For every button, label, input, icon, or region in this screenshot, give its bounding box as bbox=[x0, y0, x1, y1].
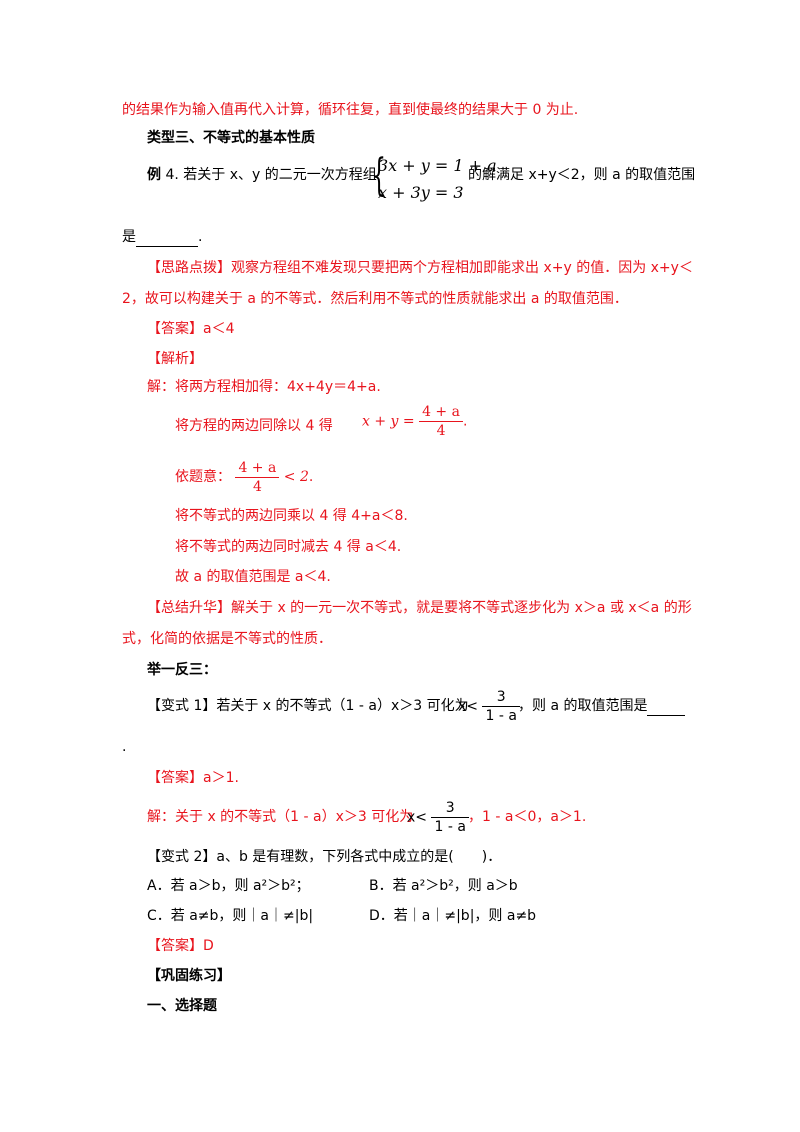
example-label: 例 bbox=[147, 167, 161, 183]
solution-step1: 解：将两方程相加得：4x+4y＝4+a. bbox=[147, 379, 381, 395]
answer3: 【答案】D bbox=[147, 938, 214, 954]
solution-step4: 将不等式的两边同乘以 4 得 4+a＜8. bbox=[175, 508, 408, 524]
step3-rhs: < 2 bbox=[283, 469, 309, 485]
intro-line: 的结果作为输入值再代入计算，循环往复，直到使最终的结果大于 0 为止. bbox=[122, 102, 579, 118]
solution-step2-eq: x + y = 4 + a 4 . bbox=[362, 403, 467, 440]
section-one-title: 一、选择题 bbox=[147, 998, 217, 1014]
solution2-fraction: 3 1 - a bbox=[431, 799, 469, 836]
variant1-denominator: 1 - a bbox=[482, 706, 520, 725]
hint-tag: 【思路点拨】 bbox=[147, 260, 231, 276]
practice-title: 举一反三： bbox=[147, 662, 217, 678]
summary-line1: 【总结升华】解关于 x 的一元一次不等式，就是要将不等式逐步化为 x＞a 或 x… bbox=[147, 599, 692, 617]
variant1-tail: ，则 a 的取值范围是 bbox=[518, 697, 686, 716]
variant1-tag: 【变式 1】 bbox=[147, 698, 217, 714]
system-brace: { bbox=[372, 150, 386, 201]
example-text-before: 若关于 x、y 的二元一次方程组 bbox=[183, 167, 377, 183]
step3-numerator: 4 + a bbox=[238, 460, 277, 476]
step3-end: . bbox=[308, 469, 314, 485]
variant2-line: 【变式 2】a、b 是有理数，下列各式中成立的是( )． bbox=[147, 848, 501, 866]
summary-tag: 【总结升华】 bbox=[147, 600, 231, 616]
solution2-tail: ，1 - a＜0，a＞1. bbox=[468, 809, 587, 825]
variant1-dot: . bbox=[122, 739, 127, 755]
variant1-expr: x< 3 1 - a bbox=[458, 688, 520, 725]
solution2-denominator: 1 - a bbox=[431, 817, 469, 836]
summary-text1: 解关于 x 的一元一次不等式，就是要将不等式逐步化为 x＞a 或 x＜a 的形 bbox=[231, 600, 692, 616]
step3-text: 依题意： bbox=[175, 469, 231, 485]
section-title: 类型三、不等式的基本性质 bbox=[147, 130, 315, 146]
variant1-text: 若关于 x 的不等式（1 - a）x＞3 可化为 bbox=[216, 698, 469, 714]
step3-fraction: 4 + a 4 bbox=[235, 459, 280, 496]
solution-step6: 故 a 的取值范围是 a＜4. bbox=[175, 569, 331, 585]
solution2-expr: x< 3 1 - a bbox=[407, 799, 469, 836]
example4-line2: 是 . bbox=[122, 228, 202, 247]
summary-line2: 式，化简的依据是不等式的性质． bbox=[122, 631, 332, 647]
example4-line2-text: 是 bbox=[122, 229, 136, 245]
variant1-lhs: x< bbox=[458, 698, 479, 715]
solution2-lhs: x< bbox=[407, 809, 428, 826]
step2-end: . bbox=[462, 413, 468, 430]
step2-lhs: x + y = bbox=[362, 413, 415, 430]
analysis-tag: 【解析】 bbox=[147, 351, 203, 367]
solution-step3: 依题意： 4 + a 4 < 2. bbox=[175, 459, 313, 496]
solution2-text: 解：关于 x 的不等式（1 - a）x＞3 可化为 bbox=[147, 809, 414, 825]
solution-step2: 将方程的两边同除以 4 得 bbox=[175, 418, 333, 434]
option-d: D．若｜a｜≠|b|，则 a≠b bbox=[369, 908, 537, 924]
answer2: 【答案】a＞1. bbox=[147, 770, 239, 786]
step2-fraction: 4 + a 4 bbox=[419, 403, 463, 440]
example-number: 4. bbox=[165, 167, 179, 183]
hint-text1: 观察方程组不难发现只要把两个方程相加即能求出 x+y 的值．因为 x+y＜ bbox=[231, 260, 693, 276]
step3-denominator: 4 bbox=[235, 477, 280, 496]
hint-line2: 2，故可以构建关于 a 的不等式．然后利用不等式的性质就能求出 a 的取值范围． bbox=[122, 291, 628, 307]
example4-text-after: 的解满足 x+y＜2，则 a 的取值范围 bbox=[468, 167, 696, 183]
variant1-line: 【变式 1】若关于 x 的不等式（1 - a）x＞3 可化为 bbox=[147, 697, 469, 715]
variant1-blank bbox=[647, 697, 686, 716]
system-eq2: x + 3y = 3 bbox=[378, 183, 464, 202]
variant2-text: a、b 是有理数，下列各式中成立的是( )． bbox=[216, 849, 502, 865]
example4-line1: 例 4. 若关于 x、y 的二元一次方程组 bbox=[147, 166, 377, 184]
variant2-tag: 【变式 2】 bbox=[147, 849, 217, 865]
answer-blank bbox=[136, 228, 198, 247]
hint-line1: 【思路点拨】观察方程组不难发现只要把两个方程相加即能求出 x+y 的值．因为 x… bbox=[147, 259, 693, 277]
variant1-numerator: 3 bbox=[496, 689, 506, 705]
step2-numerator: 4 + a bbox=[422, 404, 460, 420]
step2-denominator: 4 bbox=[419, 421, 463, 440]
system-eq1: 3x + y = 1 + a bbox=[378, 156, 497, 175]
option-a: A．若 a＞b，则 a²＞b²； bbox=[147, 878, 310, 894]
variant1-tail-text: ，则 a 的取值范围是 bbox=[518, 698, 648, 714]
option-c: C．若 a≠b，则｜a｜≠|b| bbox=[147, 908, 314, 924]
solution-step5: 将不等式的两边同时减去 4 得 a＜4. bbox=[175, 539, 402, 555]
example4-line2-end: . bbox=[198, 229, 203, 245]
solution2-numerator: 3 bbox=[445, 800, 455, 816]
option-b: B．若 a²＞b²，则 a＞b bbox=[369, 878, 518, 894]
consolidate-title: 【巩固练习】 bbox=[147, 968, 231, 984]
variant1-fraction: 3 1 - a bbox=[482, 688, 520, 725]
answer1: 【答案】a＜4 bbox=[147, 321, 235, 337]
